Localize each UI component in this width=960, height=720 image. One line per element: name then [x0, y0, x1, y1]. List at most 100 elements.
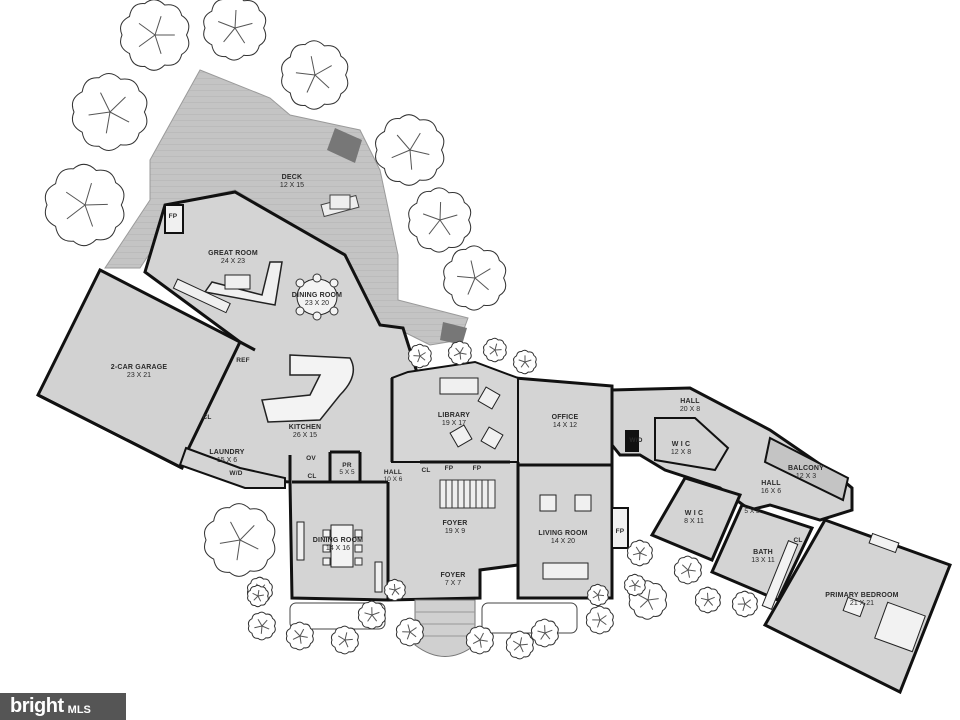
wic2-floor: [649, 476, 743, 562]
tree-branch: [109, 96, 126, 113]
tree-branch: [253, 595, 259, 601]
tree-branch: [634, 584, 641, 588]
tree-branch: [338, 635, 346, 641]
media-console: [172, 278, 231, 314]
tree-branch: [681, 564, 689, 571]
tree-branch: [409, 631, 417, 638]
living-chair-1: [539, 494, 557, 512]
fixture-cl-hall: CL: [421, 467, 430, 474]
tree-branch: [314, 74, 330, 89]
tree-branch: [100, 92, 111, 113]
room-name: HALL: [383, 469, 403, 476]
tree-branch: [599, 615, 607, 621]
fixture-label: CL: [421, 467, 431, 474]
tree-branch: [138, 22, 156, 36]
room-name: DECK: [281, 174, 303, 181]
tree-branch: [257, 619, 263, 627]
logo-main-text: bright: [10, 695, 64, 717]
tree-branch: [394, 589, 400, 595]
deck-lounge-2: [329, 194, 351, 210]
fixture-label: REF: [236, 357, 250, 364]
tree-branch: [234, 27, 246, 44]
buffet: [374, 561, 383, 593]
fixture-wd-hall: W/D: [629, 437, 642, 444]
fixture-label: 5 X 3: [744, 508, 760, 515]
tree-branch: [406, 631, 411, 640]
coffee-table: [224, 274, 251, 290]
label-foyer: FOYER 19 X 9: [442, 520, 467, 535]
room-dims: 12 X 15: [279, 181, 305, 189]
tree-branch: [544, 629, 553, 634]
tree: [448, 340, 472, 366]
sideboard: [296, 521, 305, 561]
tree-branch: [687, 569, 690, 578]
tree-branch: [479, 632, 484, 641]
tree-branch: [295, 72, 316, 76]
tree-branch: [474, 277, 489, 291]
tree-branch: [459, 352, 462, 360]
tree-branch: [261, 625, 270, 630]
library-chair-3: [480, 426, 504, 450]
tree: [626, 539, 653, 567]
room-name: W I C: [684, 510, 704, 517]
tree-branch: [344, 638, 353, 641]
tree-branch: [371, 614, 378, 622]
tree-branch: [391, 149, 411, 159]
room-dims: 16 X 6: [760, 487, 782, 495]
tree-branch: [409, 627, 417, 633]
tree-branch: [597, 594, 605, 597]
tree: [384, 578, 406, 602]
tree-branch: [138, 34, 156, 48]
label-library: LIBRARY 19 X 17: [438, 412, 470, 427]
fixture-ov: OV: [306, 455, 316, 462]
deck-stairs-side: [440, 322, 467, 345]
tree-branch: [154, 16, 162, 36]
fixture-closet-dims: 5 X 3: [744, 508, 759, 515]
tree-branch: [419, 352, 426, 357]
tree-branch: [409, 132, 421, 151]
tree-branch: [459, 347, 464, 354]
tree-branch: [396, 134, 411, 151]
tree: [71, 73, 148, 151]
room-dims: 20 X 8: [679, 405, 701, 413]
tree-branch: [344, 632, 348, 641]
room-name: FOYER: [440, 572, 466, 579]
fixture-fp-2: FP: [616, 528, 625, 535]
tree-branch: [742, 597, 746, 605]
tree-branch: [84, 203, 108, 206]
tree-branch: [639, 547, 645, 554]
vanity: [761, 540, 799, 610]
room-name: KITCHEN: [288, 424, 322, 431]
tree-branch: [494, 349, 498, 357]
room-dims: 19 X 9: [444, 527, 466, 535]
room-name: HALL: [680, 398, 700, 405]
tree-branch: [519, 643, 528, 646]
fp-box-2: [611, 507, 629, 549]
tree-branch: [638, 594, 649, 601]
tree-branch: [687, 569, 696, 572]
tree-branch: [391, 589, 396, 596]
wd-box: [625, 430, 639, 452]
fixture-cl-dining: CL: [307, 473, 316, 480]
tree: [587, 583, 609, 607]
room-dims: 23 X 20: [304, 299, 330, 307]
room-dims: 8 X 11: [684, 517, 704, 525]
tree-branch: [394, 587, 401, 591]
tree-branch: [299, 635, 308, 638]
tree: [120, 0, 190, 71]
fixture-cl-garage: CL: [202, 414, 211, 421]
library-chair-2: [449, 424, 473, 448]
tree-branch: [647, 598, 659, 601]
tree: [247, 584, 269, 608]
tree-branch: [639, 552, 641, 561]
tree-branch: [537, 630, 546, 634]
tree-branch: [254, 625, 263, 629]
tree-branch: [109, 111, 130, 123]
tree-branch: [700, 597, 709, 601]
room-name: PRIMARY BEDROOM: [825, 592, 899, 599]
tree-branch: [239, 525, 255, 541]
trees: [44, 0, 758, 660]
room-name: 2-CAR GARAGE: [110, 364, 168, 371]
tree-branch: [474, 634, 481, 641]
kitchen-island: [261, 354, 355, 423]
